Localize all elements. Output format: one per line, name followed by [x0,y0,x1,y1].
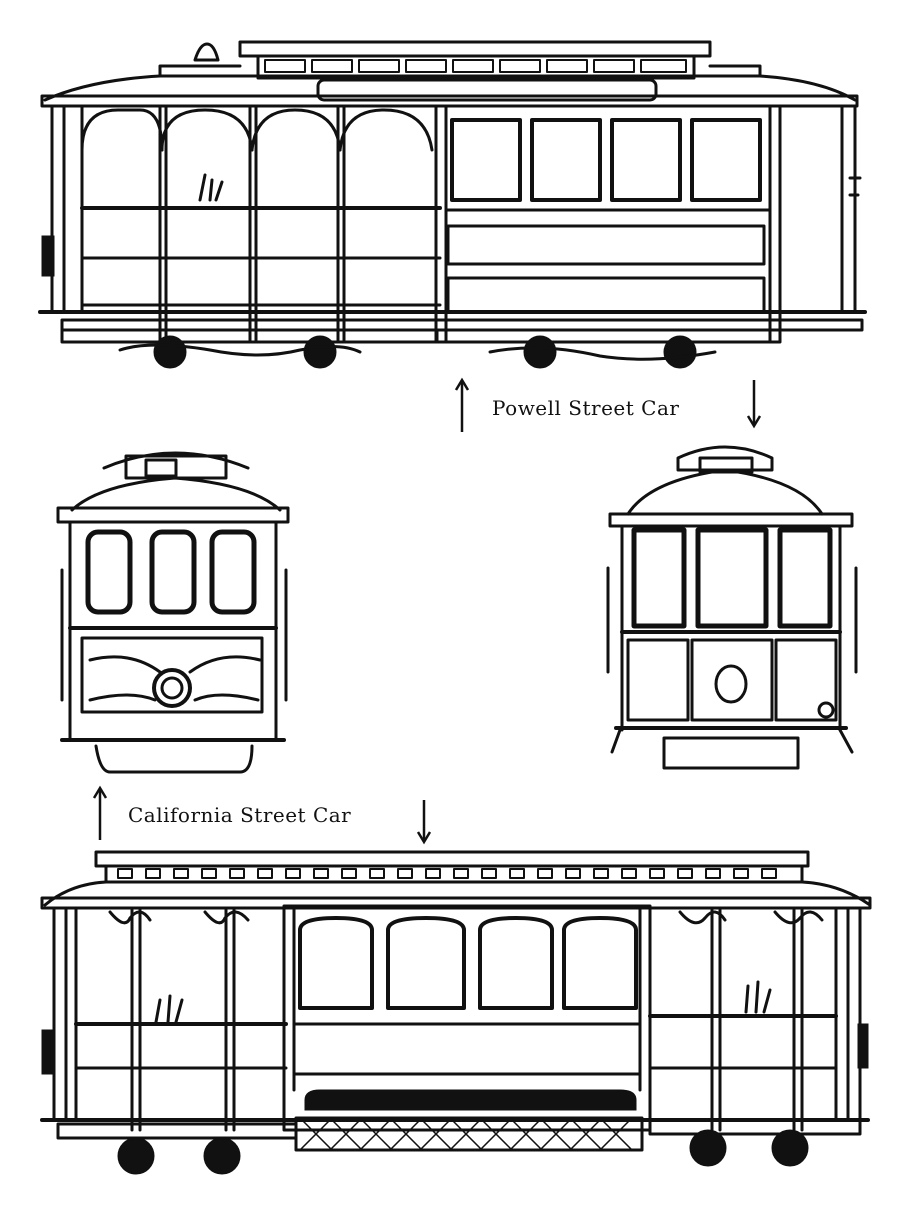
down-arrow-icon [746,380,762,429]
down-arrow-icon [416,800,432,845]
up-arrow-icon [454,377,470,432]
up-arrow-icon [92,785,108,840]
california-street-car-label: California Street Car [128,803,352,827]
powell-street-car-label: Powell Street Car [492,396,680,420]
